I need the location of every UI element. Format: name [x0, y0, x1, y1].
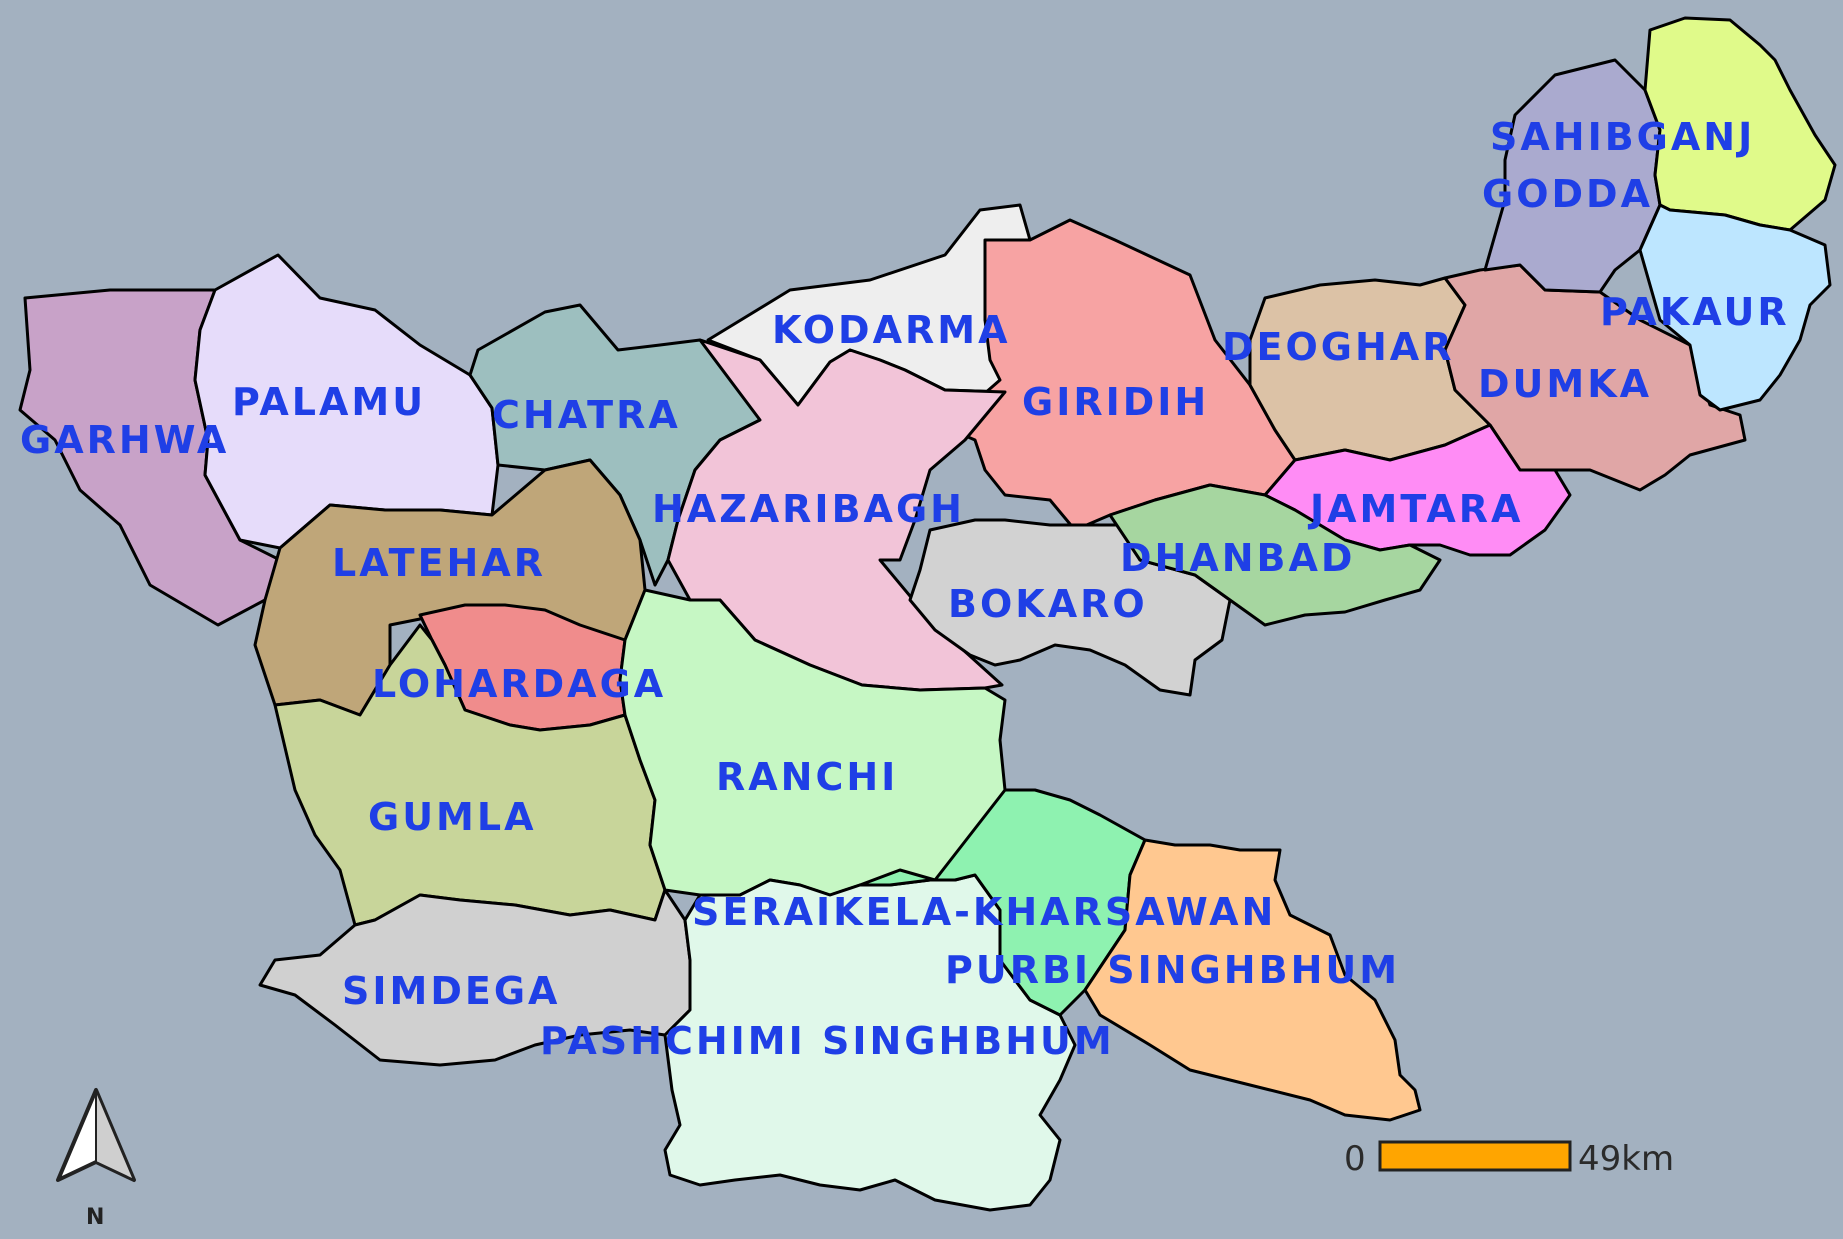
label-godda: GODDA	[1482, 172, 1653, 216]
label-dhanbad: DHANBAD	[1120, 536, 1355, 580]
label-deoghar: DEOGHAR	[1222, 325, 1454, 369]
scale-bar: 0 49km	[1344, 1139, 1674, 1179]
label-palamu: PALAMU	[232, 380, 426, 424]
district-sahibganj[interactable]	[1643, 16, 1837, 232]
scale-start-label: 0	[1344, 1139, 1366, 1179]
label-lohardaga: LOHARDAGA	[372, 662, 666, 706]
label-chatra: CHATRA	[492, 393, 681, 437]
label-seraikela-kharsawan: SERAIKELA-KHARSAWAN	[692, 890, 1276, 934]
label-gumla: GUMLA	[368, 795, 536, 839]
label-bokaro: BOKARO	[948, 582, 1148, 626]
north-arrow: N	[56, 1088, 136, 1230]
north-label: N	[86, 1205, 104, 1230]
label-giridih: GIRIDIH	[1022, 380, 1209, 424]
scale-end-label: 49km	[1578, 1139, 1674, 1179]
label-pakaur: PAKAUR	[1600, 290, 1790, 334]
label-sahibganj: SAHIBGANJ	[1490, 115, 1755, 159]
label-pashchimi-singhbhum: PASHCHIMI SINGHBHUM	[540, 1019, 1115, 1063]
label-purbi-singhbhum: PURBI SINGHBHUM	[945, 948, 1400, 992]
label-latehar: LATEHAR	[332, 541, 546, 585]
district-purbi-singhbhum[interactable]	[1083, 838, 1422, 1122]
label-kodarma: KODARMA	[772, 308, 1010, 352]
label-simdega: SIMDEGA	[342, 969, 560, 1013]
label-hazaribagh: HAZARIBAGH	[652, 487, 965, 531]
label-dumka: DUMKA	[1478, 362, 1652, 406]
district-dhanbad[interactable]	[1108, 483, 1442, 627]
scale-bar-rect	[1378, 1140, 1572, 1172]
district-seraikela-kharsawan[interactable]	[858, 788, 1147, 1017]
district-pakaur[interactable]	[1638, 203, 1832, 412]
label-ranchi: RANCHI	[716, 755, 898, 799]
label-garhwa: GARHWA	[20, 418, 229, 462]
label-jamtara: JAMTARA	[1307, 487, 1523, 531]
